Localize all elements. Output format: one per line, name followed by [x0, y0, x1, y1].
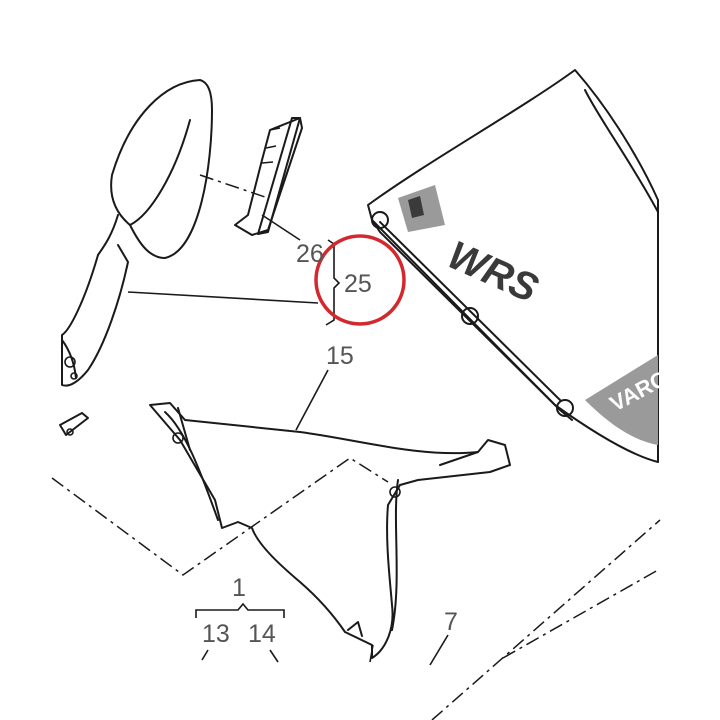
- callout-14: 14: [248, 620, 276, 648]
- assembly-lines: [51, 174, 661, 720]
- lower-fairing-panel: [149, 402, 511, 659]
- callout-1: 1: [232, 574, 246, 602]
- callout-13: 13: [202, 620, 230, 648]
- leader-lines: [127, 214, 449, 666]
- mirror-housing: [97, 79, 213, 259]
- callout-7: 7: [444, 608, 458, 636]
- callout-15: 15: [326, 342, 354, 370]
- highlight-circle: [314, 234, 406, 326]
- cover-plate-part: [234, 117, 303, 236]
- series-decal: WRS: [441, 233, 544, 311]
- windscreen-fairing: VARO WRS: [367, 69, 672, 463]
- callout-25: 25: [344, 270, 372, 298]
- callout-26: 26: [296, 240, 324, 268]
- mirror-stem: [59, 244, 129, 436]
